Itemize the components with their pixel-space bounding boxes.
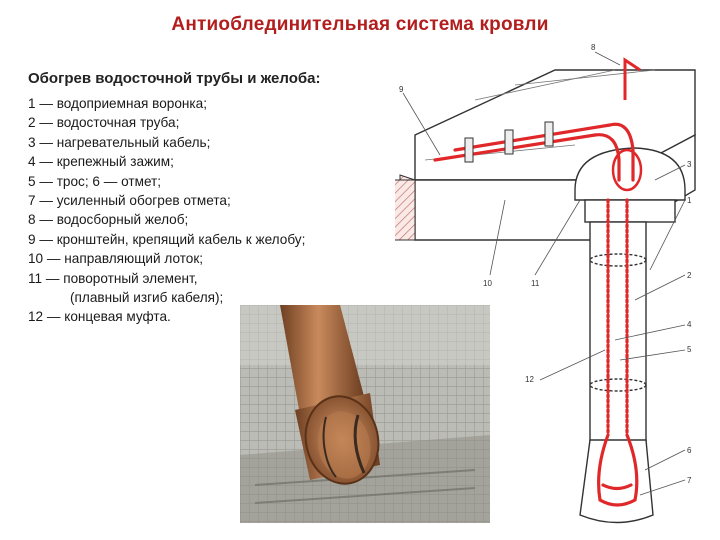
legend-list: 1 — водоприемная воронка; 2 — водосточна… — [28, 94, 305, 327]
legend-item-4: 4 — крепежный зажим; — [28, 152, 305, 171]
callout-4: 4 — [687, 320, 692, 329]
legend-item-9: 9 — кронштейн, крепящий кабель к желобу; — [28, 230, 305, 249]
legend-item-11: 11 — поворотный элемент, — [28, 269, 305, 288]
callout-3: 3 — [687, 160, 692, 169]
roof-wall-block — [395, 180, 415, 240]
callout-12: 12 — [525, 375, 534, 384]
legend-item-7: 7 — усиленный обогрев отмета; — [28, 191, 305, 210]
heating-system-diagram: 8 9 3 1 2 10 11 4 5 12 6 7 — [395, 40, 715, 535]
funnel — [575, 148, 685, 222]
callout-6: 6 — [687, 446, 692, 455]
legend-item-10: 10 — направляющий лоток; — [28, 249, 305, 268]
legend-item-1: 1 — водоприемная воронка; — [28, 94, 305, 113]
callout-10: 10 — [483, 279, 492, 288]
legend-item-2: 2 — водосточная труба; — [28, 113, 305, 132]
section-subtitle: Обогрев водосточной трубы и желоба: — [28, 70, 320, 87]
outlet — [580, 440, 653, 523]
callout-1: 1 — [687, 196, 692, 205]
callout-5: 5 — [687, 345, 692, 354]
callout-8: 8 — [591, 43, 596, 52]
legend-item-5-6: 5 — трос; 6 — отмет; — [28, 172, 305, 191]
legend-item-3: 3 — нагревательный кабель; — [28, 133, 305, 152]
callout-2: 2 — [687, 271, 692, 280]
downpipe — [590, 222, 646, 472]
callout-7: 7 — [687, 476, 692, 485]
legend-item-8: 8 — водосборный желоб; — [28, 210, 305, 229]
callout-11: 11 — [531, 279, 540, 288]
callout-9: 9 — [399, 85, 404, 94]
page-title: Антиоблединительная система кровли — [0, 14, 720, 36]
